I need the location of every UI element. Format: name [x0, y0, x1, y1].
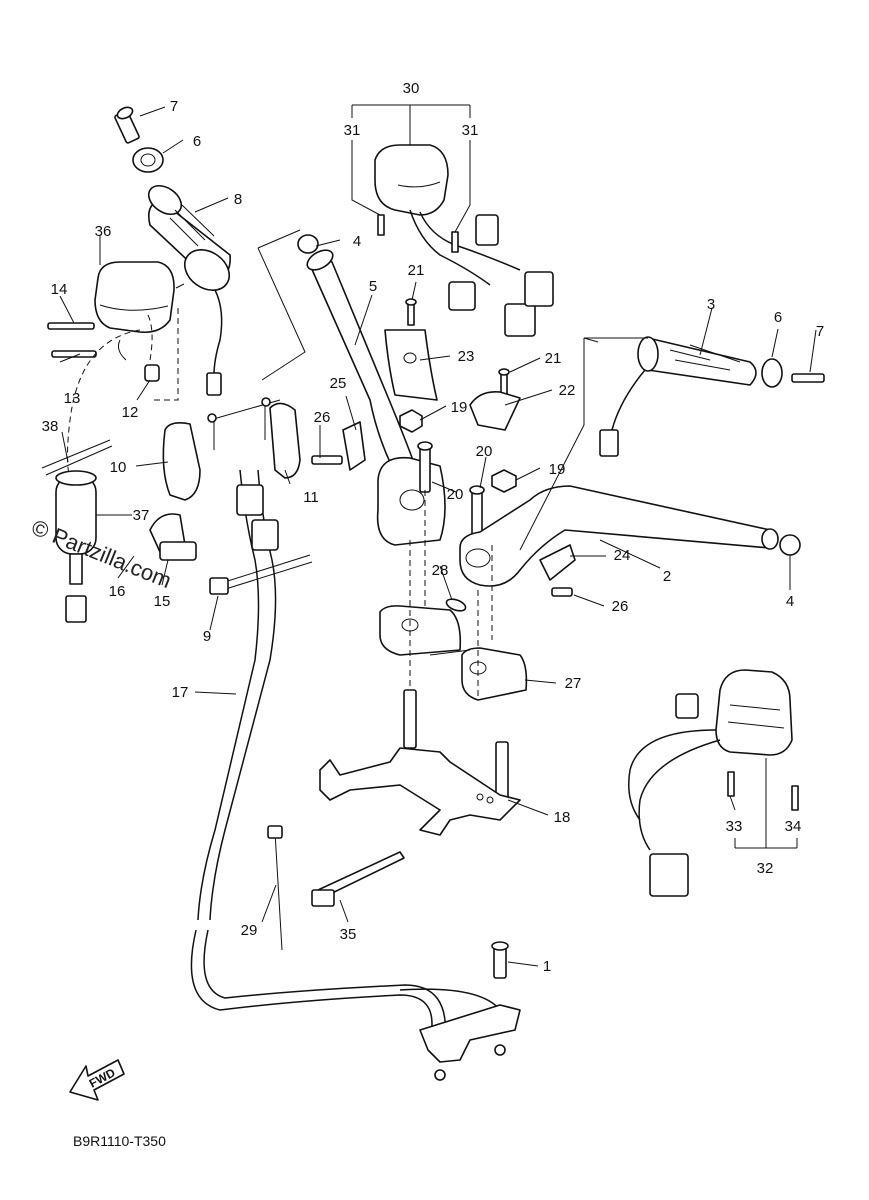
- callout-7-top: 7: [170, 98, 178, 115]
- callout-19-right: 19: [549, 461, 566, 478]
- callout-20-right: 20: [476, 443, 493, 460]
- bracket-part: [319, 689, 521, 836]
- callout-30: 30: [403, 80, 420, 97]
- diagram-code: B9R1110-T350: [73, 1133, 166, 1149]
- bar-end-weight-part: [55, 470, 97, 623]
- callout-33: 33: [726, 818, 743, 835]
- handlebar-holder-part: [379, 598, 528, 701]
- callout-22: 22: [559, 382, 576, 399]
- callout-10: 10: [110, 459, 127, 476]
- callout-17: 17: [172, 684, 189, 701]
- throttle-cable-part: [190, 469, 501, 1041]
- top-switch-part: [374, 144, 554, 337]
- callout-23: 23: [458, 348, 475, 365]
- callout-4-right: 4: [786, 593, 794, 610]
- callout-31-left: 31: [344, 122, 361, 139]
- callout-13: 13: [64, 390, 81, 407]
- callout-21-right: 21: [545, 350, 562, 367]
- part-drawings: [41, 106, 825, 1101]
- callout-29: 29: [241, 922, 258, 939]
- callout-1: 1: [543, 958, 551, 975]
- callout-21-top: 21: [408, 262, 425, 279]
- callout-24: 24: [614, 547, 631, 564]
- end-cap-part: [132, 147, 164, 173]
- callout-2: 2: [663, 568, 671, 585]
- callout-5: 5: [369, 278, 377, 295]
- callout-15: 15: [154, 593, 171, 610]
- callout-12: 12: [122, 404, 139, 421]
- callout-3: 3: [707, 296, 715, 313]
- callout-37: 37: [133, 507, 150, 524]
- callout-31-right: 31: [462, 122, 479, 139]
- callout-16: 16: [109, 583, 126, 600]
- leader-lines: [59, 104, 817, 967]
- right-grip-part: [599, 336, 825, 457]
- callout-32: 32: [757, 860, 774, 877]
- fwd-arrow-icon: [69, 1059, 125, 1101]
- callout-4-top: 4: [353, 233, 361, 250]
- callout-27: 27: [565, 675, 582, 692]
- callout-18: 18: [554, 809, 571, 826]
- right-switch-part: [628, 669, 793, 897]
- callout-36: 36: [95, 223, 112, 240]
- callout-6-right: 6: [774, 309, 782, 326]
- callout-26-right: 26: [612, 598, 629, 615]
- grip-part: [147, 184, 231, 396]
- right-handlebar-part: [459, 485, 779, 587]
- callout-labels: 30 31 31 7 6 8 36 4 21 5 14 3 6 7 23 21 …: [42, 80, 825, 975]
- callout-25: 25: [330, 375, 347, 392]
- callout-20-left: 20: [447, 486, 464, 503]
- callout-8: 8: [234, 191, 242, 208]
- callout-19-top: 19: [451, 399, 468, 416]
- callout-28: 28: [432, 562, 449, 579]
- callout-26-left: 26: [314, 409, 331, 426]
- bolt-part: [114, 106, 140, 144]
- callout-38: 38: [42, 418, 59, 435]
- callout-7-right: 7: [816, 323, 824, 340]
- left-switch-part: [94, 261, 185, 334]
- callout-14: 14: [51, 281, 68, 298]
- callout-11: 11: [303, 489, 319, 506]
- callout-9: 9: [203, 628, 211, 645]
- lever-holder-part: [162, 397, 301, 501]
- callout-35: 35: [340, 926, 357, 943]
- callout-34: 34: [785, 818, 802, 835]
- callout-6-top: 6: [193, 133, 201, 150]
